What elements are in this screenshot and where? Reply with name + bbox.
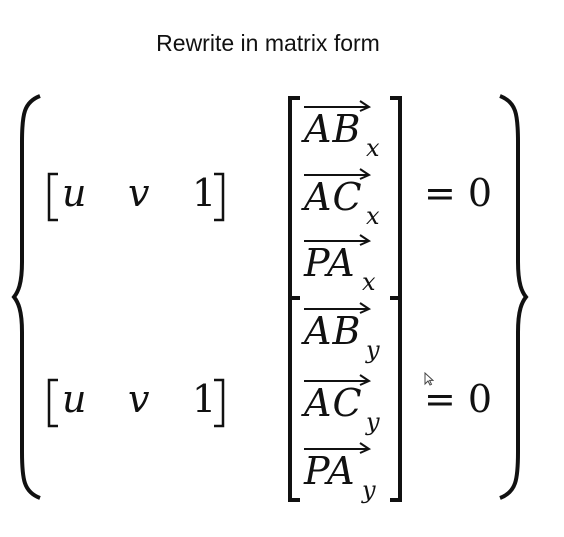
column-vector-2-right-bracket bbox=[390, 296, 402, 502]
right-curly-brace bbox=[499, 94, 529, 500]
vector-ab-y-label: AB bbox=[304, 309, 362, 353]
vector-pa-y: PA y bbox=[300, 440, 400, 502]
row-vector-2-left-bracket bbox=[47, 378, 58, 428]
column-vector-2-left-bracket bbox=[288, 296, 300, 502]
vector-arrow-icon bbox=[304, 374, 372, 386]
vector-ab-x-subscript: x bbox=[366, 134, 380, 162]
vector-pa-y-subscript: y bbox=[362, 476, 376, 504]
vector-pa-x: PA x bbox=[300, 232, 400, 294]
row-vector-2-one: 1 bbox=[192, 377, 217, 421]
left-curly-brace bbox=[11, 94, 41, 500]
vector-pa-y-label: PA bbox=[304, 449, 356, 493]
vector-arrow-icon bbox=[304, 168, 372, 180]
row-1-equals-zero: = 0 bbox=[424, 171, 493, 215]
row-vector-1-v: v bbox=[128, 171, 150, 215]
vector-ab-y: AB y bbox=[300, 300, 400, 362]
vector-ac-y: AC y bbox=[300, 372, 400, 434]
row-vector-2-right-bracket bbox=[214, 378, 225, 428]
vector-pa-x-subscript: x bbox=[362, 268, 376, 296]
row-vector-1-u: u bbox=[62, 171, 87, 215]
vector-ac-x-subscript: x bbox=[366, 202, 380, 230]
row-vector-2-u: u bbox=[62, 377, 87, 421]
vector-ac-y-subscript: y bbox=[366, 408, 380, 436]
vector-ab-y-subscript: y bbox=[366, 336, 380, 364]
vector-ac-y-label: AC bbox=[304, 381, 363, 425]
vector-arrow-icon bbox=[304, 442, 372, 454]
row-vector-2-v: v bbox=[128, 377, 150, 421]
vector-arrow-icon bbox=[304, 302, 372, 314]
vector-pa-x-label: PA bbox=[304, 241, 356, 285]
mouse-cursor-icon bbox=[424, 372, 434, 386]
vector-ab-x: AB x bbox=[300, 98, 400, 160]
vector-ac-x-label: AC bbox=[304, 175, 363, 219]
row-vector-1-left-bracket bbox=[47, 172, 58, 222]
vector-ab-x-label: AB bbox=[304, 107, 362, 151]
vector-ac-x: AC x bbox=[300, 166, 400, 228]
vector-arrow-icon bbox=[304, 100, 372, 112]
row-vector-1-right-bracket bbox=[214, 172, 225, 222]
row-vector-1-one: 1 bbox=[192, 171, 217, 215]
slide-title: Rewrite in matrix form bbox=[156, 30, 380, 56]
vector-arrow-icon bbox=[304, 234, 372, 246]
row-2-equals-zero: = 0 bbox=[424, 377, 493, 421]
